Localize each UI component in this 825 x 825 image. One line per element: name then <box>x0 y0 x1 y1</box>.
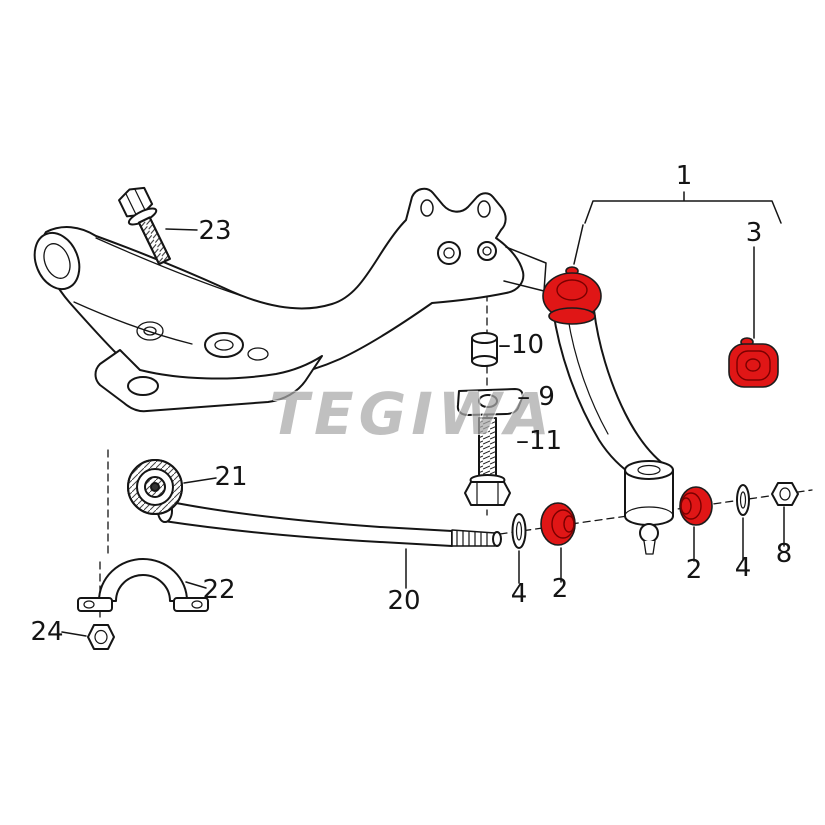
part-label-1: 1 <box>675 161 693 191</box>
part-label-2-left: 2 <box>551 574 569 604</box>
part-label-3: 3 <box>745 218 763 248</box>
part-label-22: 22 <box>202 575 236 605</box>
link-bushing-left <box>540 502 576 546</box>
stabilizer-bar-20 <box>157 499 502 547</box>
part-label-10: –10 <box>497 330 545 360</box>
ball-joint-housing <box>624 460 674 555</box>
spacer-10 <box>471 332 498 367</box>
control-arm <box>552 304 667 482</box>
part-label-24: 24 <box>30 617 64 647</box>
part-label-2-right: 2 <box>685 555 703 585</box>
part-label-4-right: 4 <box>734 553 752 583</box>
part-label-23: 23 <box>198 216 232 246</box>
part-label-8: 8 <box>775 539 793 569</box>
bolt-23 <box>118 186 171 266</box>
subframe <box>33 187 547 413</box>
part-label-11: –11 <box>515 426 563 456</box>
part-label-9: – 9 <box>517 382 555 412</box>
bushing-3 <box>728 337 779 388</box>
bolt-11 <box>464 417 511 506</box>
control-arm-bushing <box>542 266 602 325</box>
plate-9 <box>456 388 524 416</box>
part-label-4-left: 4 <box>510 579 528 609</box>
part-label-20: 20 <box>387 586 421 616</box>
link-bushing-right <box>679 486 713 526</box>
nut-24 <box>87 624 115 650</box>
washer-4-right <box>736 484 750 516</box>
part-label-21: 21 <box>214 462 248 492</box>
leader-lines <box>61 191 785 637</box>
nut-8 <box>771 482 799 506</box>
washer-4-left <box>511 513 527 549</box>
clamp-22 <box>77 558 209 612</box>
stabilizer-bushing-21 <box>127 459 183 515</box>
